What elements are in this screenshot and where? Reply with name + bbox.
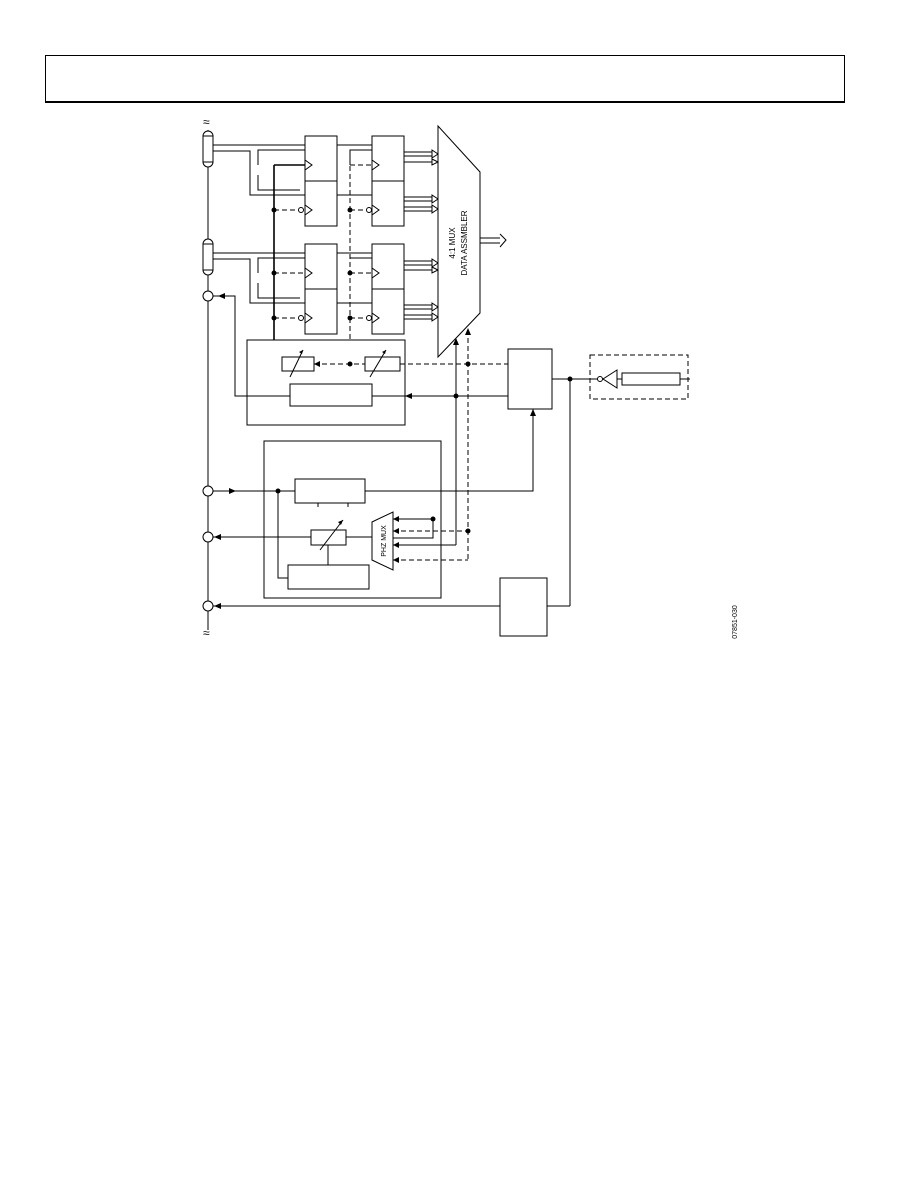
phz-loop	[393, 519, 434, 539]
mux-label-line2: DATA ASSMBLER	[460, 210, 469, 275]
status-block	[499, 577, 548, 637]
ff-stage1-2	[304, 180, 338, 227]
header-frame	[45, 55, 845, 103]
bottom-break-symbol: ≈	[203, 626, 210, 640]
junction-1	[271, 207, 277, 213]
delay-adjust-2	[369, 349, 387, 378]
figure-id: 07851-030	[732, 605, 739, 639]
clk2-tri-1	[371, 159, 380, 171]
clk-feed-2	[257, 175, 300, 191]
delay-junction	[347, 361, 353, 367]
junction-4	[347, 207, 353, 213]
phase-control-block	[287, 564, 370, 590]
control-block	[507, 348, 553, 410]
clk-tri-3	[304, 267, 313, 279]
input-line-4	[213, 258, 305, 304]
phz-mux-label: PHZ MUX	[381, 525, 388, 557]
clock-buffer	[602, 369, 618, 389]
clk-feed-4	[257, 283, 300, 299]
junction-2	[271, 270, 277, 276]
ff-stage1-1	[304, 135, 338, 182]
ff-stage1-3	[304, 243, 338, 290]
ff-stage1-4	[304, 288, 338, 335]
pin-pair-top	[202, 130, 214, 168]
ff-stage2-3	[371, 243, 405, 290]
pin-sync	[202, 290, 214, 302]
mux-label-line1: 4:1 MUX	[448, 227, 457, 259]
clk-invert-bubble-2	[298, 315, 304, 321]
mux-output-arrow	[480, 233, 507, 248]
clock-buffer-frame	[589, 354, 689, 400]
ff-stage2-2	[371, 180, 405, 227]
clk-invert-bubble-1	[298, 207, 304, 213]
clk2-bubble-2	[366, 315, 372, 321]
clk2-feed-1	[349, 149, 372, 165]
phase-delay-element	[310, 529, 347, 546]
clk-tri-4	[304, 312, 313, 324]
pin-pair-middle	[202, 238, 214, 276]
pin-clock-in	[202, 485, 214, 497]
phz-mux	[371, 511, 394, 571]
junction-3	[271, 315, 277, 321]
mux-inputs	[404, 149, 440, 322]
input-line-2	[213, 150, 305, 196]
delay-element-1	[281, 356, 315, 372]
clock-in-branch	[277, 491, 288, 579]
clk2-tri-2	[371, 204, 380, 216]
delay-element-2	[364, 356, 401, 372]
delay-adjust-1	[289, 349, 304, 378]
buffer-bubble	[597, 376, 603, 382]
clock-resistor	[621, 372, 681, 386]
top-break-symbol: ≈	[203, 115, 210, 129]
pin-status	[202, 600, 214, 612]
junction-5	[347, 270, 353, 276]
clk-feed-3	[257, 257, 305, 273]
clk2-tri-3	[371, 267, 380, 279]
pin-clock-out	[202, 531, 214, 543]
ff-stage2-4	[371, 288, 405, 335]
divider-to-control	[365, 409, 534, 492]
mux-data-assembler	[437, 124, 481, 359]
clk2-tri-4	[371, 312, 380, 324]
ff-stage2-1	[371, 135, 405, 182]
phase-adjust	[319, 519, 344, 551]
delay-block	[246, 339, 406, 426]
junction-12	[465, 528, 471, 534]
clock-divider-block	[294, 478, 366, 504]
clk2-bubble-1	[366, 207, 372, 213]
delay-control-block	[289, 383, 373, 407]
clk-tri-2	[304, 204, 313, 216]
junction-6	[347, 315, 353, 321]
clk-feed-1	[257, 149, 305, 165]
clk-tri-1	[304, 159, 313, 171]
